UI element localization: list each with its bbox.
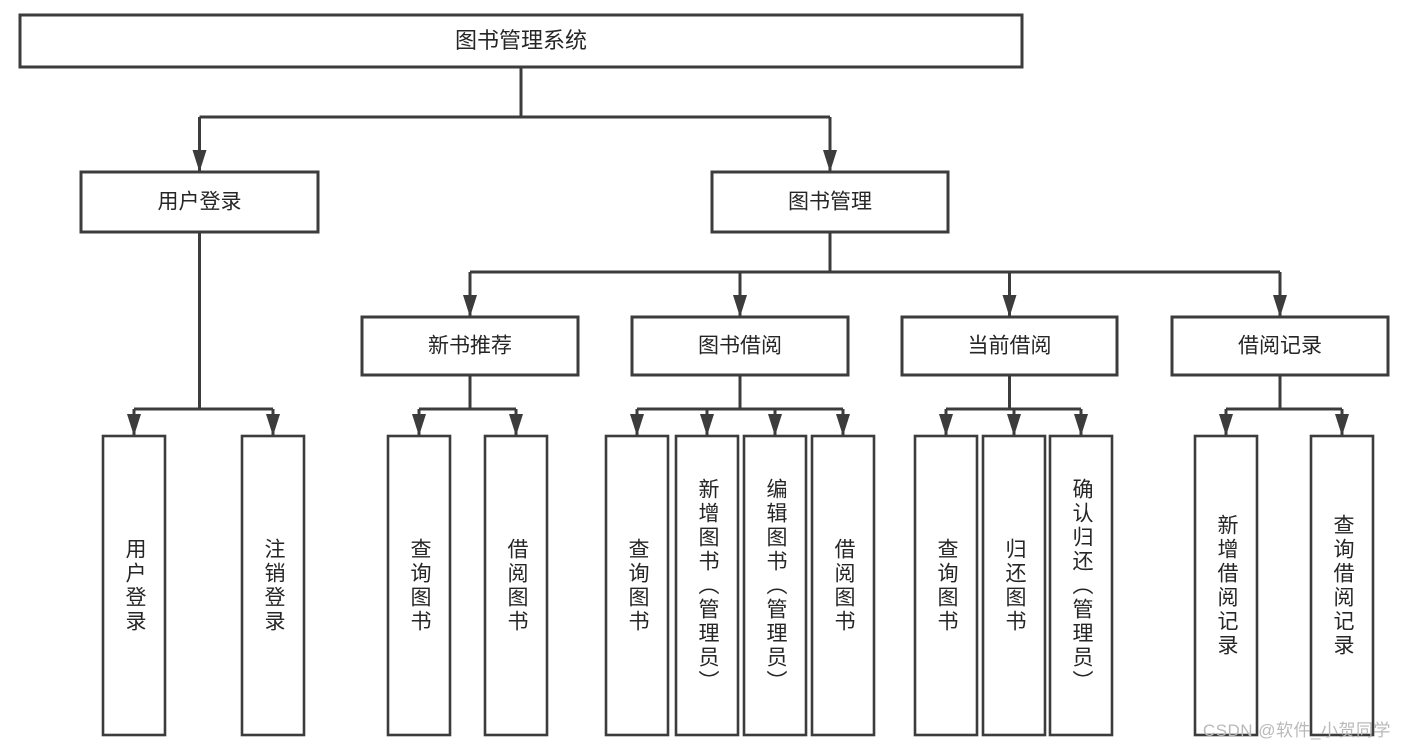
node-borrow-book-1[interactable] bbox=[483, 434, 549, 737]
node-new-book-recommend-label: 新书推荐 bbox=[428, 335, 512, 358]
connector-root bbox=[192, 67, 837, 172]
connector-current-borrow bbox=[939, 375, 1088, 436]
node-book-management[interactable]: 图书管理 bbox=[710, 170, 950, 234]
node-query-book-2-rect bbox=[604, 434, 670, 737]
node-book-management-label: 图书管理 bbox=[788, 191, 872, 214]
node-add-book-admin[interactable] bbox=[674, 434, 740, 737]
node-query-book-1-rect bbox=[386, 434, 452, 737]
node-return-book-rect bbox=[981, 434, 1047, 737]
connector-borrow-record bbox=[1219, 375, 1349, 436]
arrow-head-icon bbox=[630, 414, 644, 436]
arrow-head-icon bbox=[1002, 295, 1017, 317]
node-current-borrow[interactable]: 当前借阅 bbox=[900, 315, 1119, 377]
node-current-borrow-label: 当前借阅 bbox=[968, 335, 1052, 358]
node-user-logout-rect bbox=[240, 434, 306, 737]
arrow-head-icon bbox=[1273, 295, 1287, 317]
node-user-login[interactable]: 用户登录 bbox=[79, 170, 320, 234]
node-edit-book-admin-rect bbox=[742, 434, 808, 737]
node-book-borrow-label: 图书借阅 bbox=[698, 335, 782, 358]
arrow-head-icon bbox=[1007, 414, 1021, 436]
arrow-head-icon bbox=[939, 414, 953, 436]
node-query-borrow-record-rect bbox=[1309, 434, 1375, 737]
arrow-head-icon bbox=[127, 414, 141, 436]
node-user-logout[interactable] bbox=[240, 434, 306, 737]
arrow-head-icon bbox=[509, 414, 523, 436]
node-book-borrow-rect bbox=[630, 315, 850, 377]
node-query-book-2[interactable] bbox=[604, 434, 670, 737]
connector-new-book-recommend bbox=[412, 375, 523, 436]
node-query-book-1[interactable] bbox=[386, 434, 452, 737]
arrow-head-icon bbox=[823, 150, 837, 172]
arrow-head-icon bbox=[266, 414, 280, 436]
node-query-book-3-rect bbox=[913, 434, 979, 737]
node-root[interactable]: 图书管理系统 bbox=[18, 13, 1024, 69]
node-add-borrow-record-rect bbox=[1193, 434, 1259, 737]
connector-book-management bbox=[463, 232, 1287, 317]
arrow-head-icon bbox=[836, 414, 850, 436]
connector-book-borrow bbox=[630, 375, 850, 436]
connector-user-login bbox=[127, 232, 280, 436]
node-current-borrow-rect bbox=[900, 315, 1119, 377]
node-edit-book-admin[interactable] bbox=[742, 434, 808, 737]
node-user-login-do[interactable] bbox=[101, 434, 167, 737]
node-borrow-record-rect bbox=[1170, 315, 1390, 377]
node-new-book-recommend[interactable]: 新书推荐 bbox=[360, 315, 580, 377]
node-confirm-return-admin[interactable] bbox=[1048, 434, 1114, 737]
node-confirm-return-admin-rect bbox=[1048, 434, 1114, 737]
node-add-book-admin-rect bbox=[674, 434, 740, 737]
arrow-head-icon bbox=[1074, 414, 1088, 436]
node-book-borrow[interactable]: 图书借阅 bbox=[630, 315, 850, 377]
node-borrow-book-1-rect bbox=[483, 434, 549, 737]
arrow-head-icon bbox=[768, 414, 782, 436]
node-return-book[interactable] bbox=[981, 434, 1047, 737]
node-borrow-book-2[interactable] bbox=[810, 434, 876, 737]
node-root-rect bbox=[18, 13, 1024, 69]
node-borrow-book-2-rect bbox=[810, 434, 876, 737]
node-borrow-record[interactable]: 借阅记录 bbox=[1170, 315, 1390, 377]
arrow-head-icon bbox=[733, 295, 747, 317]
node-new-book-recommend-rect bbox=[360, 315, 580, 377]
node-user-login-do-rect bbox=[101, 434, 167, 737]
arrow-head-icon bbox=[412, 414, 426, 436]
node-query-book-3[interactable] bbox=[913, 434, 979, 737]
arrow-head-icon bbox=[1219, 414, 1233, 436]
arrow-head-icon bbox=[192, 150, 207, 172]
node-root-label: 图书管理系统 bbox=[455, 28, 587, 53]
arrow-head-icon bbox=[463, 295, 477, 317]
node-user-login-rect bbox=[79, 170, 320, 234]
arrow-head-icon bbox=[1335, 414, 1349, 436]
node-query-borrow-record[interactable] bbox=[1309, 434, 1375, 737]
node-add-borrow-record[interactable] bbox=[1193, 434, 1259, 737]
node-borrow-record-label: 借阅记录 bbox=[1238, 335, 1322, 358]
arrow-head-icon bbox=[700, 414, 714, 436]
node-user-login-label: 用户登录 bbox=[158, 191, 242, 214]
node-book-management-rect bbox=[710, 170, 950, 234]
